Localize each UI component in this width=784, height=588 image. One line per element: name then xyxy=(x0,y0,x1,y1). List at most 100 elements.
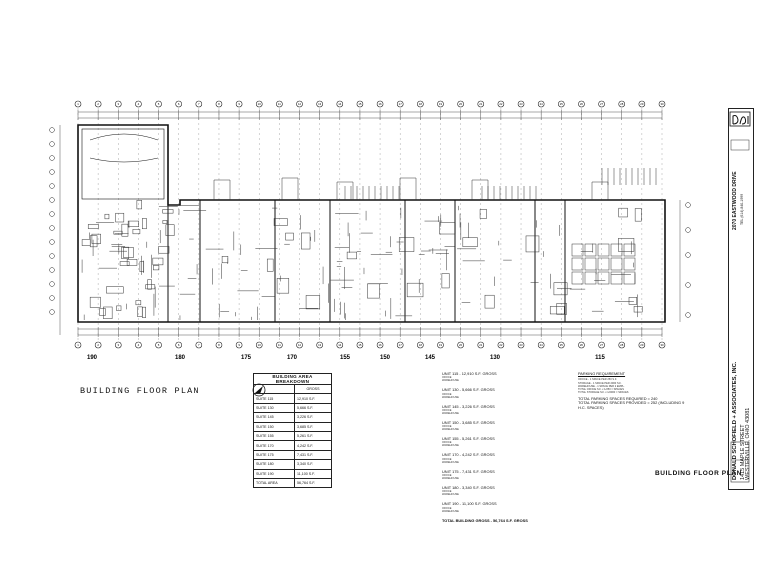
room xyxy=(135,300,142,306)
grid-bubble xyxy=(517,100,525,108)
room xyxy=(81,239,91,246)
grid-bubble-label: 8 xyxy=(218,343,220,347)
office-room xyxy=(610,257,623,271)
parking-note: TOTAL OFFICE S.F. x 1/250 = SPACES xyxy=(578,387,624,391)
room xyxy=(137,306,143,317)
grid-bubble-label: 16 xyxy=(379,343,383,347)
room xyxy=(276,278,290,294)
unit-number: 190 xyxy=(87,355,98,361)
room xyxy=(305,295,321,310)
room xyxy=(618,207,628,218)
grid-bubble xyxy=(457,341,464,349)
grid-bubble xyxy=(457,100,464,108)
grid-bubble xyxy=(685,282,691,288)
grid-bubble xyxy=(638,100,646,108)
room xyxy=(119,261,130,266)
grid-bubble-label: 28 xyxy=(620,102,624,106)
grid-bubble-label: 7 xyxy=(198,343,200,347)
grid-bubble xyxy=(276,100,283,108)
unit-number: 155 xyxy=(340,355,351,361)
grid-bubble-label: 11 xyxy=(278,102,281,106)
room xyxy=(116,305,122,311)
atrium xyxy=(81,128,165,200)
loading-dock xyxy=(399,177,417,200)
grid-bubble xyxy=(537,100,545,108)
grid-bubble-label: 2 xyxy=(97,102,99,106)
grid-bubble xyxy=(255,100,263,108)
grid-bubble xyxy=(396,341,404,349)
grid-bubble xyxy=(114,341,122,349)
office-room xyxy=(584,271,597,285)
unit-sub: WAREHOUSE xyxy=(442,477,459,481)
loading-dock xyxy=(471,179,489,200)
grid-bubble xyxy=(296,100,303,108)
grid-bubble-label: 30 xyxy=(660,343,664,347)
title-block xyxy=(728,108,754,490)
suite-name: SUITE 190 xyxy=(253,468,295,479)
room xyxy=(121,223,129,237)
unit-sub: WAREHOUSE xyxy=(442,493,459,497)
room xyxy=(91,233,101,244)
unit-label: UNIT 190 - 11,100 S.F. GROSS xyxy=(442,501,497,507)
grid-bubble xyxy=(94,341,102,349)
grid-bubble xyxy=(417,341,424,349)
grid-bubble xyxy=(477,341,485,349)
grid-bubble xyxy=(558,341,565,349)
grid-bubble-label: 30 xyxy=(660,102,664,106)
room xyxy=(127,220,139,227)
grid-bubble xyxy=(235,100,243,108)
grid-bubble xyxy=(517,341,525,349)
grid-bubble xyxy=(598,341,605,349)
grid-bubble-label: 19 xyxy=(439,102,443,106)
grid-bubble-label: 25 xyxy=(560,102,564,106)
grid-bubble-label: 6 xyxy=(178,102,180,106)
grid-bubble xyxy=(685,227,691,233)
office-room xyxy=(584,257,597,271)
grid-bubble-label: 5 xyxy=(158,102,160,106)
suite-name: SUITE 150 xyxy=(253,421,295,432)
unit-number: 130 xyxy=(490,355,501,361)
room xyxy=(139,261,145,272)
building-walls xyxy=(77,124,666,323)
grid-bubble xyxy=(497,100,505,108)
office-room xyxy=(571,243,584,257)
room xyxy=(484,294,495,309)
unit-sub: OFFICE xyxy=(442,408,452,412)
atrium-curve xyxy=(89,133,159,163)
grid-bubble xyxy=(49,127,55,133)
room xyxy=(556,303,567,315)
parking-note: STORAGE - 1 SPACE PER 2000 S.F. xyxy=(578,381,622,385)
unit-sub: WAREHOUSE xyxy=(442,460,459,464)
grid-bubble-label: 14 xyxy=(338,102,342,106)
room xyxy=(633,306,643,313)
sheet-number-box xyxy=(730,441,750,483)
office-room xyxy=(623,243,636,257)
suite-area: 12,910 S.F. xyxy=(294,393,332,404)
room xyxy=(142,218,147,230)
grid-bubble xyxy=(114,100,122,108)
grid-bubble-label: 3 xyxy=(117,343,119,347)
room xyxy=(525,235,540,253)
grid-bubble xyxy=(94,100,102,108)
unit-number: 170 xyxy=(287,355,298,361)
unit-sub: OFFICE xyxy=(442,392,452,396)
room xyxy=(123,247,134,258)
grid-bubble xyxy=(155,341,162,349)
grid-bubble xyxy=(49,295,55,301)
grid-bubble xyxy=(296,341,303,349)
unit-label: UNIT 180 - 3,340 S.F. GROSS xyxy=(442,485,495,491)
grid-bubble xyxy=(356,100,364,108)
grid-bubble-label: 17 xyxy=(399,343,403,347)
room xyxy=(406,282,424,298)
grid-bubble-label: 11 xyxy=(278,343,281,347)
grid-bubble-label: 12 xyxy=(298,343,302,347)
grid-bubble xyxy=(477,100,485,108)
room xyxy=(439,222,456,235)
grid-bubble xyxy=(255,341,263,349)
